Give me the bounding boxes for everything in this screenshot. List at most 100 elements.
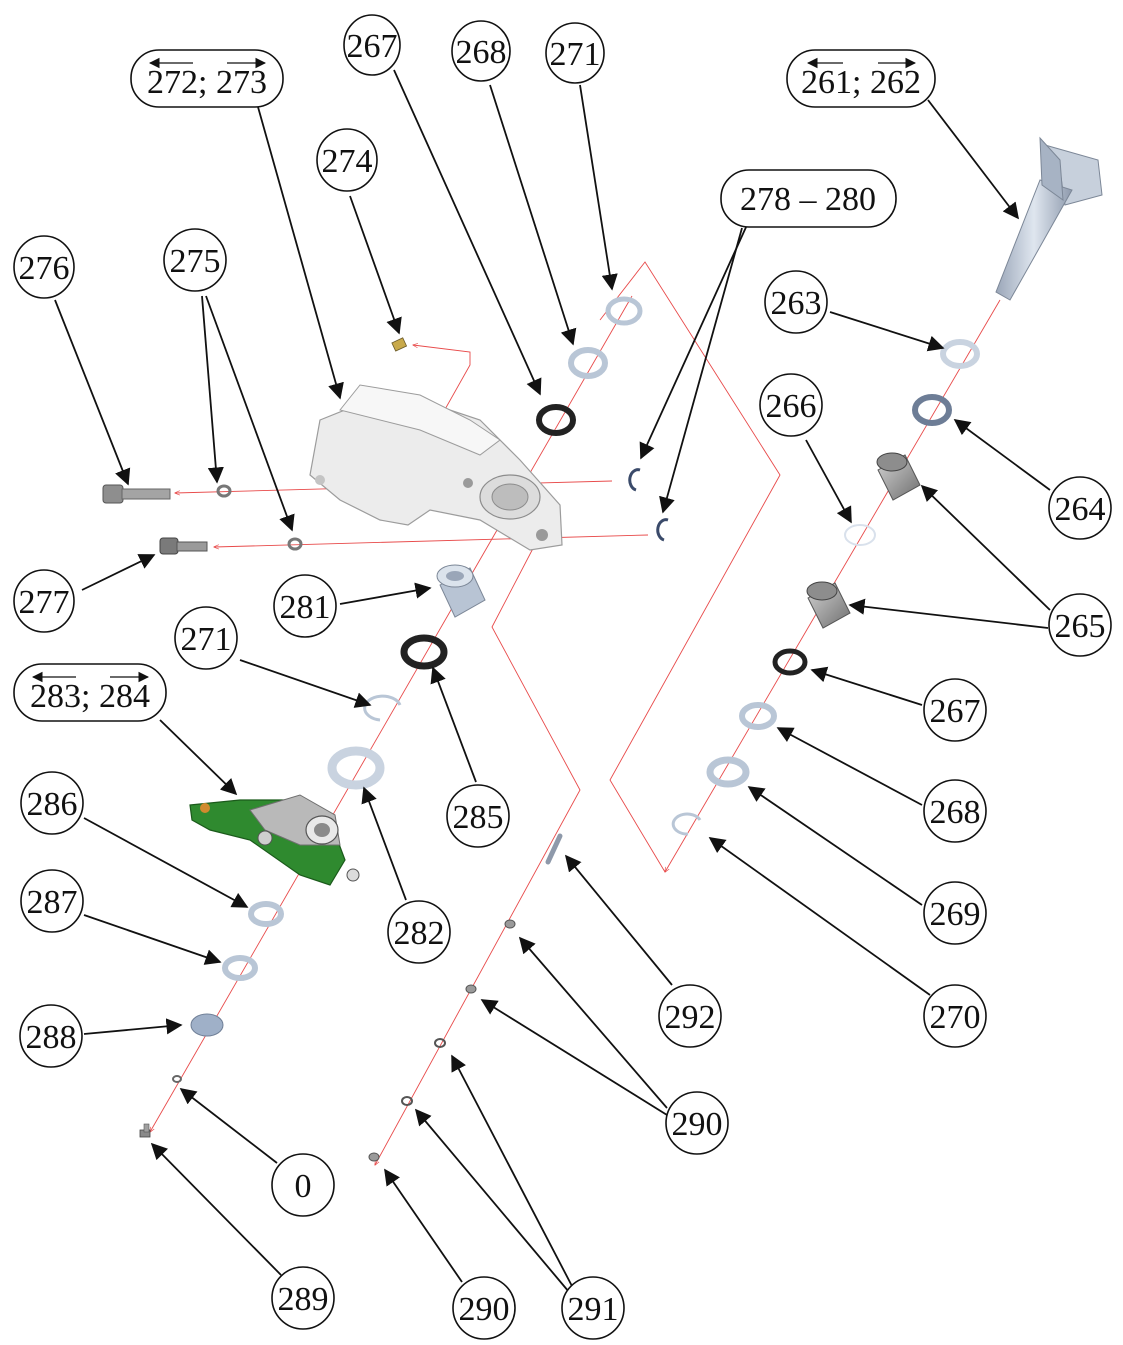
clip-279-part — [656, 518, 669, 542]
callout-label-289: 289 — [278, 1281, 329, 1318]
slack-adjuster-part — [189, 794, 360, 886]
callout-274: 274 — [316, 128, 378, 192]
callout-label-286: 286 — [27, 786, 78, 823]
callout-label-267-right: 267 — [930, 693, 981, 730]
callout-label-270: 270 — [930, 999, 981, 1036]
callout-268-right: 268 — [923, 779, 987, 843]
callout-270: 270 — [923, 984, 987, 1048]
seal-264-part — [912, 394, 952, 426]
callout-276: 276 — [13, 235, 75, 299]
ring-268-top-part — [568, 347, 608, 379]
callout-269: 269 — [923, 881, 987, 945]
bushing-281-part — [436, 564, 486, 618]
washer-287-part — [222, 955, 258, 981]
callout-label-267-top: 267 — [347, 28, 398, 65]
seal-285-part — [400, 634, 448, 670]
bushing-265a-part — [876, 452, 921, 501]
callout-label-290-bottom: 290 — [459, 1291, 510, 1328]
callout-266: 266 — [759, 373, 823, 437]
clip-266-part — [844, 524, 876, 546]
callout-label-264: 264 — [1055, 491, 1106, 528]
callout-label-281: 281 — [280, 589, 331, 626]
washer-291b-part — [401, 1096, 413, 1106]
callout-264: 264 — [1048, 476, 1112, 540]
callout-285: 285 — [446, 784, 510, 848]
washer-275a-part — [216, 484, 232, 498]
bolt-276-part — [102, 484, 171, 504]
callout-291: 291 — [561, 1276, 625, 1340]
callout-265: 265 — [1048, 593, 1112, 657]
ring-271-top-part — [605, 296, 643, 326]
callout-277: 277 — [13, 569, 75, 633]
seal-267-right-part — [772, 648, 808, 676]
bolt-277-part — [159, 537, 208, 555]
callout-label-291: 291 — [568, 1291, 619, 1328]
callout-label-285: 285 — [453, 799, 504, 836]
callout-0: 0 — [271, 1153, 335, 1217]
callout-label-271-top: 271 — [550, 36, 601, 73]
callout-275: 275 — [163, 228, 227, 292]
washer-290b-part — [465, 984, 477, 994]
clip-278-part — [628, 468, 641, 492]
callout-label-278-280: 278 – 280 — [740, 181, 876, 218]
callout-label-0: 0 — [295, 1168, 312, 1205]
bushing-265b-part — [806, 581, 851, 629]
washer-286-part — [248, 901, 284, 927]
callout-271-top: 271 — [545, 22, 605, 84]
callout-286: 286 — [20, 771, 84, 835]
callout-label-261-262: 261; 262 — [801, 64, 921, 101]
callout-label-269: 269 — [930, 896, 981, 933]
callout-label-268-top: 268 — [456, 34, 507, 71]
callout-290-right: 290 — [665, 1091, 729, 1155]
callout-288: 288 — [19, 1004, 83, 1068]
callout-290-bottom: 290 — [452, 1276, 516, 1340]
callout-label-271-lower: 271 — [181, 621, 232, 658]
washer-268-right-part — [739, 702, 777, 730]
callout-272-273: 272; 273 — [130, 49, 284, 108]
washer-263-part — [940, 339, 980, 369]
callout-label-263: 263 — [771, 285, 822, 322]
callout-label-282: 282 — [394, 915, 445, 952]
callout-271-lower: 271 — [174, 606, 238, 670]
callout-label-268-right: 268 — [930, 794, 981, 831]
callout-292: 292 — [658, 984, 722, 1048]
callout-287: 287 — [20, 869, 84, 933]
callout-label-277: 277 — [19, 584, 70, 621]
callout-label-275: 275 — [170, 243, 221, 280]
callout-263: 263 — [764, 270, 828, 334]
callout-281: 281 — [273, 574, 337, 638]
washer-282-part — [327, 746, 385, 790]
washer-275b-part — [287, 537, 303, 551]
camshaft-part — [995, 136, 1103, 301]
callout-label-292: 292 — [665, 999, 716, 1036]
callout-283-284: 283; 284 — [13, 663, 167, 722]
callout-label-274: 274 — [322, 143, 373, 180]
callout-289: 289 — [271, 1266, 335, 1330]
callout-282: 282 — [387, 900, 451, 964]
callout-label-266: 266 — [766, 388, 817, 425]
washer-288-part — [190, 1013, 224, 1037]
callout-267-top: 267 — [343, 14, 401, 76]
washer-291a-part — [434, 1038, 446, 1048]
callout-268-top: 268 — [451, 20, 511, 82]
callout-label-290-right: 290 — [672, 1106, 723, 1143]
callout-261-262: 261; 262 — [786, 49, 936, 108]
washer-269-part — [706, 756, 750, 788]
washer-290a-part — [504, 919, 516, 929]
seal-267-top-part — [536, 404, 576, 436]
bracket-part — [309, 384, 563, 551]
callout-label-272-273: 272; 273 — [147, 64, 267, 101]
callout-278-280: 278 – 280 — [720, 169, 897, 228]
callout-label-288: 288 — [26, 1019, 77, 1056]
washer-290c-part — [368, 1152, 380, 1162]
screw-289-part — [139, 1123, 151, 1138]
callout-267-right: 267 — [923, 678, 987, 742]
ring-0-part — [172, 1075, 182, 1083]
callout-label-283-284: 283; 284 — [30, 678, 150, 715]
assembly-axes — [150, 261, 1001, 1165]
leader-lines — [54, 69, 1051, 1293]
grease-nipple-part — [391, 337, 408, 352]
pin-292-part — [545, 833, 563, 865]
